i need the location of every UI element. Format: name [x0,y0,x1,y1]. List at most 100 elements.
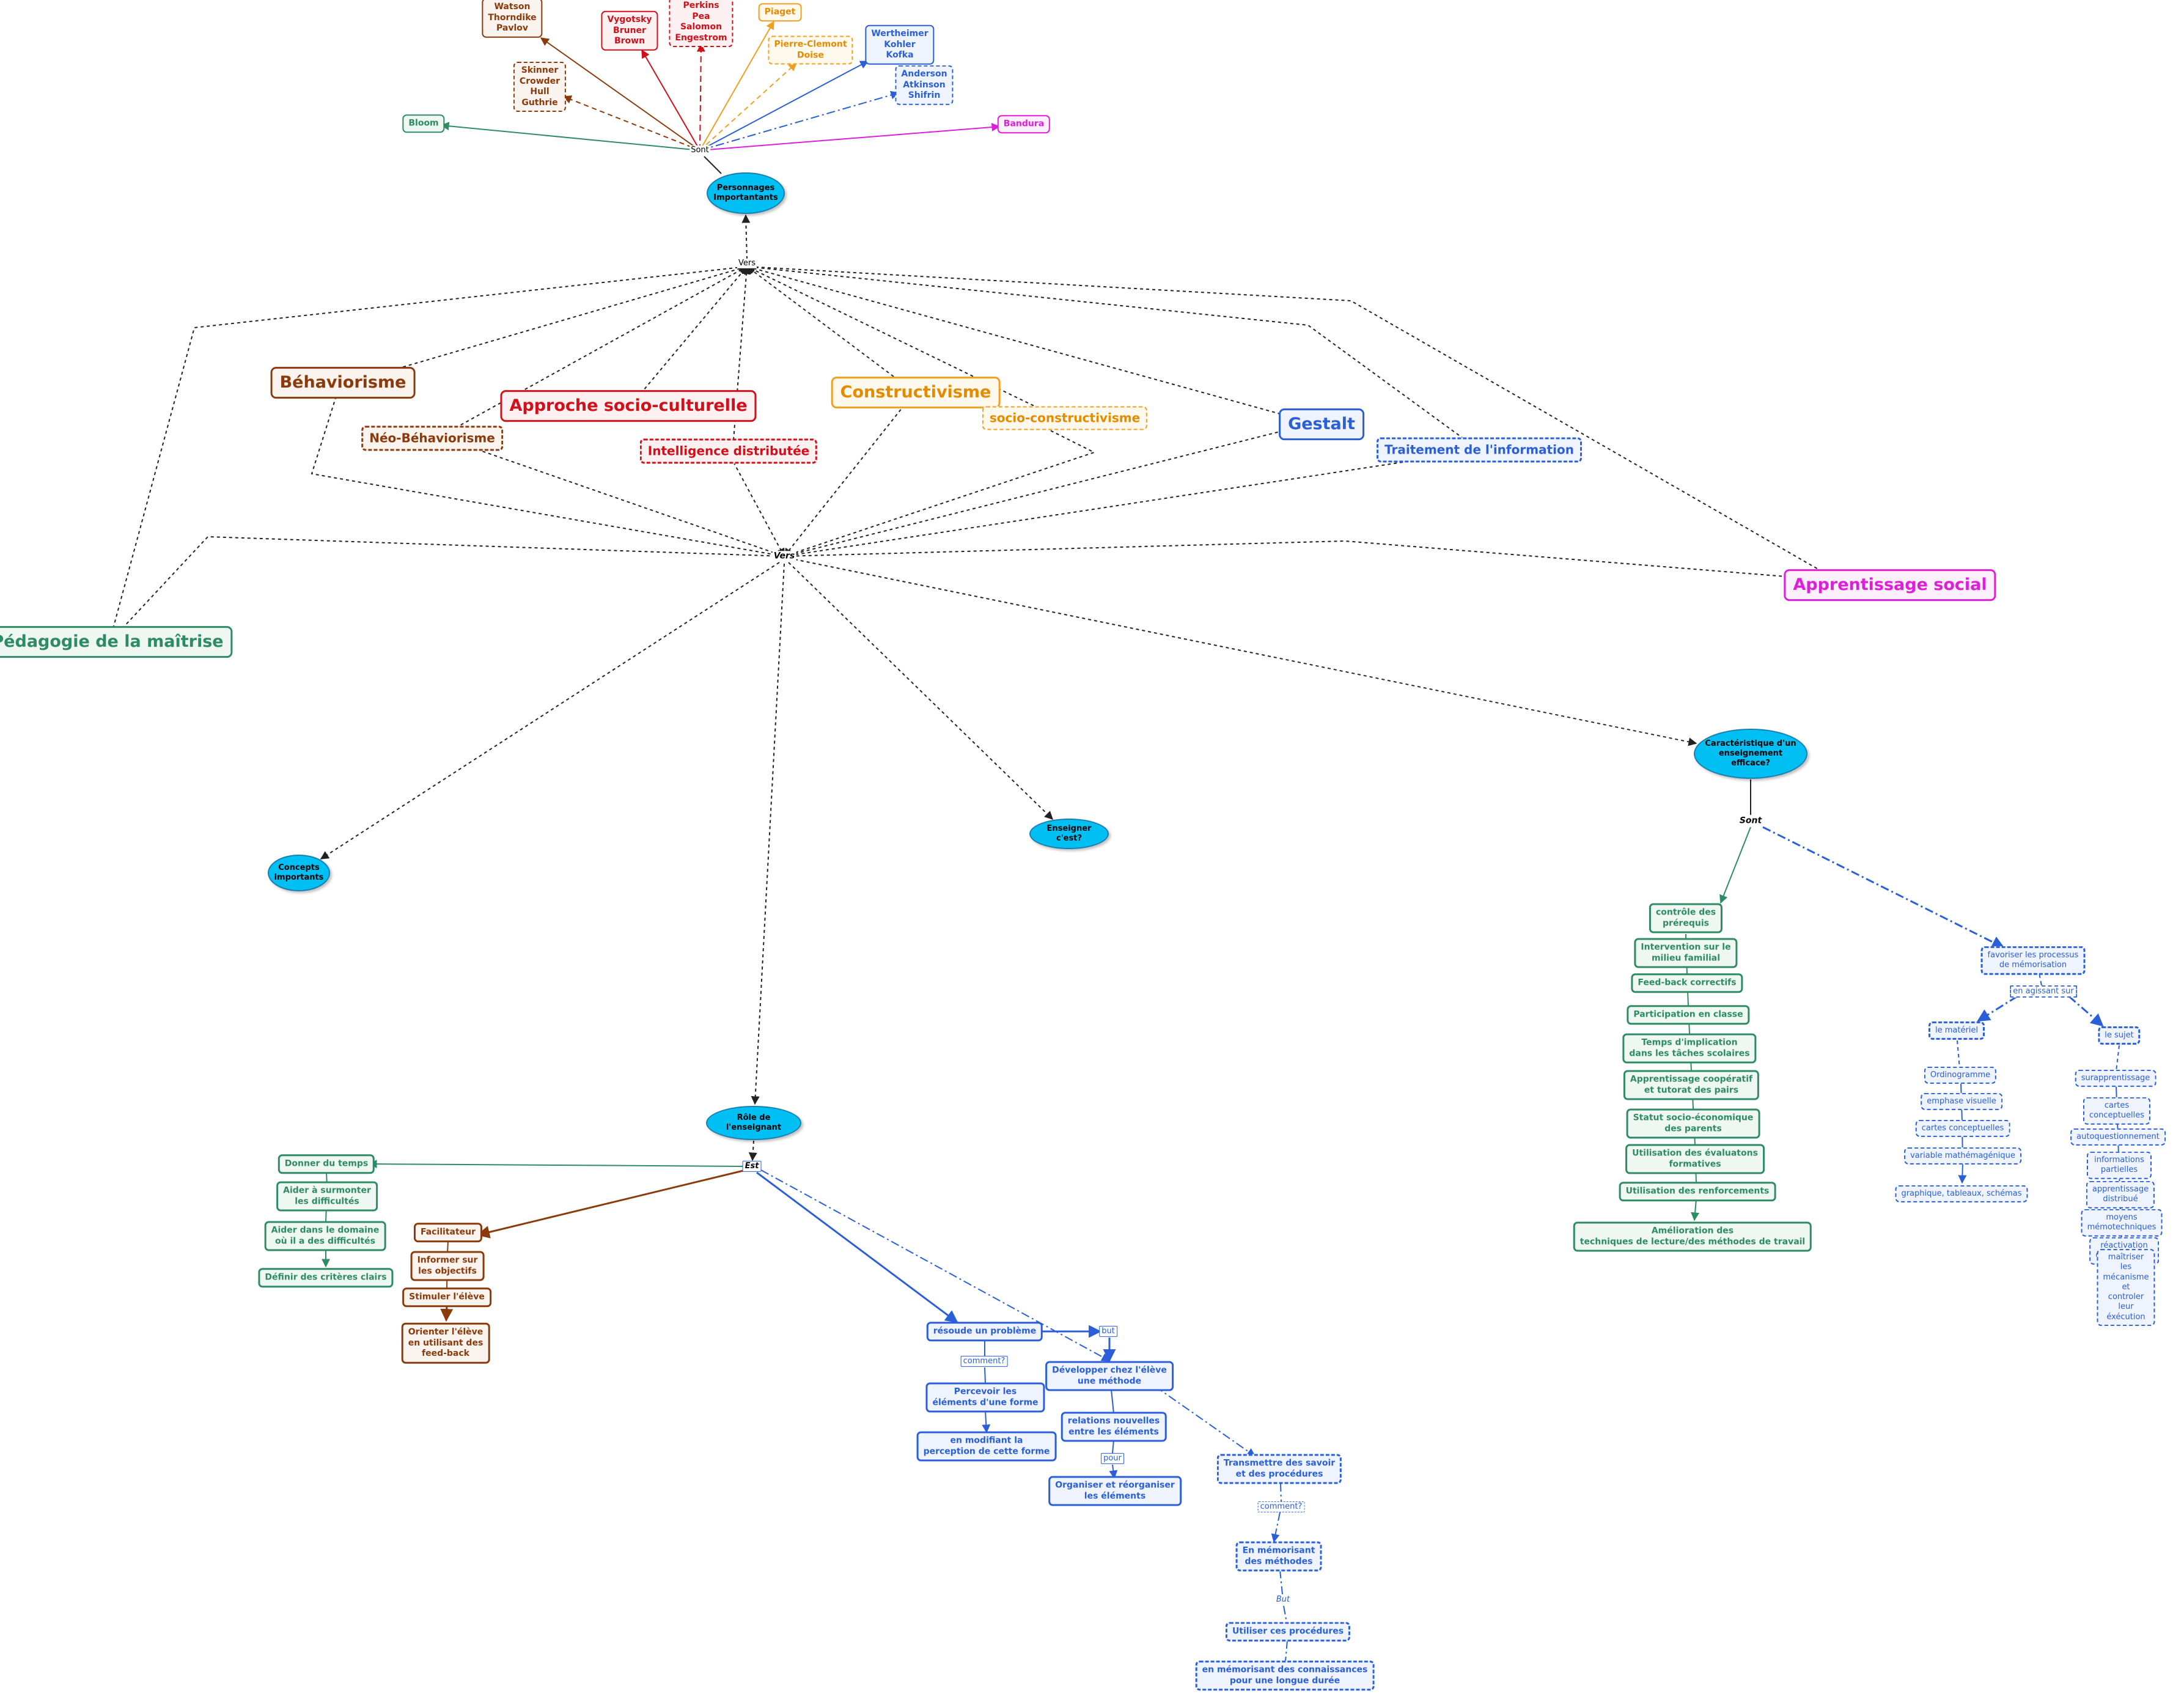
edge-est-resoude [756,1171,958,1323]
node-participation-classe[interactable]: Participation en classe [1627,1005,1750,1025]
edge-sont-bandura [699,123,1001,151]
edge-vers-caracteristique [794,559,1697,746]
edge-materiel-chain [1957,1040,1960,1069]
node-aider-surmonter[interactable]: Aider à surmonter les difficultés [276,1181,378,1212]
node-pedagogie-maitrise[interactable]: Pédagogie de la maîtrise [0,626,233,658]
edge-agissant-materiel [1977,995,2018,1022]
node-maitriser-mecanismes[interactable]: maîtriser les mécanisme et controler leu… [2097,1249,2155,1326]
node-apprentissage-cooperatif[interactable]: Apprentissage coopératif et tutorat des … [1623,1070,1760,1100]
node-cartes-conceptuelles-sujet[interactable]: cartes conceptuelles [2083,1097,2151,1125]
node-evaluations-formatives[interactable]: Utilisation des évaluatons formatives [1625,1144,1765,1174]
edge-favoriser-agissant [2039,973,2042,986]
edge-est-transmettre [1155,1386,1256,1457]
node-statut-socio-economique[interactable]: Statut socio-économique des parents [1626,1108,1760,1139]
node-perkins[interactable]: Perkins Pea Salomon Engestrom [669,0,734,47]
node-moyens-mnemotechniques[interactable]: moyens mémotechniques [2081,1209,2163,1237]
node-apprentissage-distribue[interactable]: apprentissage distribué [2086,1180,2155,1209]
node-orienter-eleve[interactable]: Orienter l'élève en utilisant des feed-b… [401,1322,490,1364]
node-graphique-tableaux[interactable]: graphique, tableaux, schémas [1895,1185,2028,1203]
node-concepts-importants[interactable]: Concepts importants [268,855,330,891]
node-le-materiel[interactable]: le matériel [1928,1021,1985,1040]
node-caracteristique-enseignement[interactable]: Caractéristique d'un enseignement effica… [1694,729,1807,779]
node-constructivisme[interactable]: Constructivisme [831,377,1001,408]
edge-socioculturelle-vers-top [640,265,748,394]
node-piaget[interactable]: Piaget [758,3,802,21]
edge-sont-favoriser [1762,826,2005,949]
node-memorisant-methodes[interactable]: En mémorisant des méthodes [1235,1541,1322,1572]
edge-sont-vygotsky [641,49,700,151]
node-autoquestionnement[interactable]: autoquestionnement [2070,1128,2166,1146]
edge-sujet-chain [2116,1045,2120,1072]
node-apprentissage-social[interactable]: Apprentissage social [1784,569,1996,601]
node-ordinogramme[interactable]: Ordinogramme [1924,1066,1997,1084]
edge-relations-pour [1112,1440,1114,1454]
node-traitement-information[interactable]: Traitement de l'information [1377,437,1582,463]
label-sont-top: Sont [689,145,710,156]
node-bandura[interactable]: Bandura [997,115,1051,133]
node-percevoir-elements[interactable]: Percevoir les éléments d'une forme [925,1382,1045,1413]
edge-but-utiliser [1283,1605,1287,1623]
node-informer-objectifs[interactable]: Informer sur les objectifs [410,1251,485,1281]
node-variable-mathemagenique[interactable]: variable mathémagénique [1904,1147,2021,1165]
node-cartes-conceptuelles-materiel[interactable]: cartes conceptuelles [1915,1119,2010,1138]
edge-sont-perkins [696,43,705,151]
edge-memorisant-but [1279,1569,1283,1595]
node-pierre-clemont[interactable]: Pierre-Clemont Doise [768,35,853,65]
node-gestalt[interactable]: Gestalt [1279,408,1364,440]
node-developper-methode[interactable]: Développer chez l'élève une méthode [1045,1361,1174,1391]
node-transmettre-savoir[interactable]: Transmettre des savoir et des procédures [1216,1454,1342,1484]
node-amelioration-techniques[interactable]: Amélioration des techniques de lecture/d… [1573,1221,1812,1252]
node-personnages-importants[interactable]: Personnages Importantants [707,172,785,214]
node-vygotsky[interactable]: Vygotsky Bruner Brown [601,10,658,51]
node-resoude-probleme[interactable]: résoude un problème [926,1322,1043,1341]
node-socio-constructivisme[interactable]: socio-constructivisme [982,406,1148,430]
node-memorisant-connaissances[interactable]: en mémorisant des connaissances pour une… [1195,1660,1375,1691]
node-definir-criteres[interactable]: Définir des critères clairs [258,1268,394,1287]
node-facilitateur[interactable]: Facilitateur [413,1223,483,1242]
node-enseigner-cest[interactable]: Enseigner c'est? [1029,819,1109,849]
node-utiliser-procedures[interactable]: Utiliser ces procédures [1225,1622,1351,1641]
label-en-agissant-sur: en agissant sur [2010,985,2077,998]
node-intelligence-distributee[interactable]: Intelligence distributée [639,438,818,464]
edge-agissant-sujet [2068,995,2104,1027]
edge-intelligence-vers-mid [733,462,785,558]
node-organiser-elements[interactable]: Organiser et réorganiser les éléments [1048,1476,1182,1506]
node-bloom[interactable]: Bloom [402,114,445,133]
edge-developper-relations [1111,1389,1114,1414]
edge-gestalt-vers-top [746,264,1287,416]
node-role-enseignant[interactable]: Rôle de l'enseignant [706,1106,801,1140]
node-wertheimer[interactable]: Wertheimer Kohler Kofka [865,24,935,65]
node-temps-implication[interactable]: Temps d'implication dans les tâches scol… [1622,1033,1757,1064]
node-neo-behaviorisme[interactable]: Néo-Béhaviorisme [361,425,503,451]
node-relations-nouvelles[interactable]: relations nouvelles entre les éléments [1061,1412,1167,1442]
edge-vers-enseigner [788,562,1054,820]
node-informations-partielles[interactable]: informations partielles [2087,1151,2152,1179]
node-surapprentissage[interactable]: surapprentissage [2075,1069,2156,1088]
node-aider-domaine[interactable]: Aider dans le domaine où il a des diffic… [264,1221,386,1251]
edge-vers-concepts [320,562,780,860]
node-modifiant-perception[interactable]: en modifiant la perception de cette form… [916,1431,1057,1462]
node-anderson[interactable]: Anderson Atkinson Shifrin [895,65,954,105]
edge-utiliser-connaissances [1285,1640,1288,1662]
edge-sont-piaget [699,20,774,151]
edge-sont-pierre [699,62,798,151]
node-watson[interactable]: Watson Thorndike Pavlov [482,0,543,38]
node-utilisation-renforcements[interactable]: Utilisation des renforcements [1619,1182,1776,1201]
node-feedback-correctifs[interactable]: Feed-back correctifs [1631,973,1743,993]
node-donner-temps[interactable]: Donner du temps [278,1154,375,1174]
node-approche-socio-culturelle[interactable]: Approche socio-culturelle [500,390,757,422]
node-controle-prerequis[interactable]: contrôle des prérequis [1649,903,1723,933]
node-intervention-milieu[interactable]: Intervention sur le milieu familial [1634,938,1738,968]
label-vers-top: Vers [737,258,757,269]
label-pour: pour [1101,1452,1124,1465]
edge-vers-role [751,563,785,1105]
node-stimuler-eleve[interactable]: Stimuler l'élève [402,1287,491,1307]
edge-sont-wertheimer [699,61,869,151]
node-favoriser-memorisation[interactable]: favoriser les processus de mémorisation [1980,946,2086,975]
edge-pedagogie-vers-mid [122,536,785,629]
node-le-sujet[interactable]: le sujet [2098,1026,2141,1045]
edge-variable-graphique [1958,1163,1967,1184]
node-skinner[interactable]: Skinner Crowder Hull Guthrie [513,62,567,112]
node-behaviorisme[interactable]: Béhaviorisme [270,367,416,399]
node-emphase-visuelle[interactable]: emphase visuelle [1921,1092,2002,1111]
